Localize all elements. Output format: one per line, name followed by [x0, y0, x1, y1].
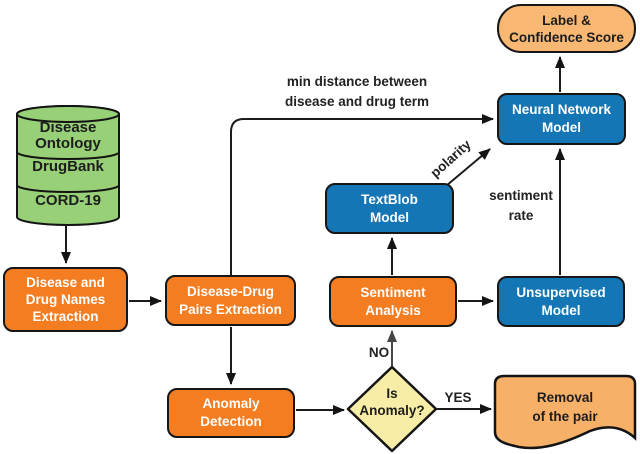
anomaly-detection-box: Anomaly Detection [167, 388, 295, 438]
is-anomaly-diamond [346, 365, 438, 453]
sentiment-analysis-box: Sentiment Analysis [329, 276, 457, 327]
data-source-cord19: CORD-19 [35, 192, 101, 209]
disease-drug-names-extraction-box: Disease and Drug Names Extraction [3, 267, 128, 332]
yes-edge-label: YES [444, 390, 472, 405]
is-anomaly-label: Is Anomaly? [359, 386, 425, 418]
edge-pairs-to-neural-min-distance [230, 114, 494, 275]
no-edge-label: NO [368, 345, 390, 360]
unsupervised-model-box: Unsupervised Model [497, 276, 625, 327]
sentiment-rate-edge-label: sentiment rate [489, 188, 553, 223]
data-sources-cylinder [16, 105, 120, 226]
label-confidence-terminal: Label & Confidence Score [497, 4, 636, 53]
min-distance-edge-label: min distance between disease and drug te… [284, 74, 430, 109]
removal-label: Removal of the pair [532, 390, 598, 424]
disease-drug-pairs-extraction-box: Disease-Drug Pairs Extraction [165, 275, 296, 326]
data-source-disease-ontology: Disease Ontology [35, 119, 101, 152]
neural-network-model-box: Neural Network Model [497, 93, 626, 145]
removal-document [493, 374, 637, 450]
edge-textblob-to-neural-polarity [445, 148, 491, 187]
textblob-model-box: TextBlob Model [325, 183, 454, 234]
data-source-drugbank: DrugBank [32, 158, 104, 175]
